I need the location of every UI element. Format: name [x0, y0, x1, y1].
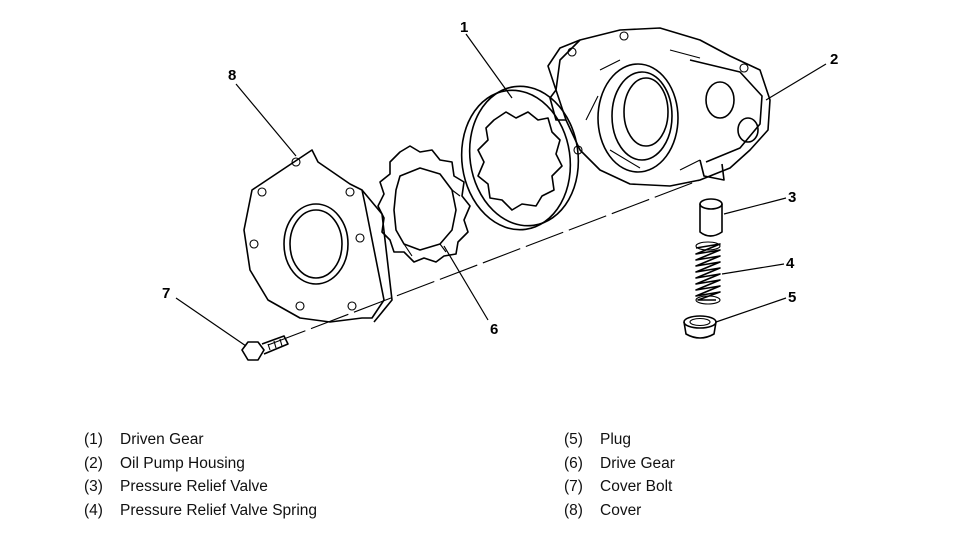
driven-gear-part — [460, 85, 580, 231]
leader-8 — [235, 83, 297, 157]
legend-number: (4) — [84, 501, 103, 519]
cover-part — [243, 149, 393, 323]
exploded-view-diagram: 1 2 3 4 5 6 7 8 — [162, 19, 838, 361]
oil-pump-housing-part — [547, 27, 771, 187]
leader-3 — [723, 197, 787, 215]
legend-number: (1) — [84, 431, 103, 448]
legend-label: Cover Bolt — [600, 478, 673, 495]
legend-item: (1) Driven Gear — [84, 428, 317, 452]
cover-bolt-part — [241, 335, 289, 361]
legend-item: (3) Pressure Relief Valve — [84, 475, 317, 499]
legend-item: (4) Pressure Relief Valve Spring — [84, 499, 317, 523]
legend-number: (6) — [564, 454, 583, 472]
callout-4: 4 — [786, 255, 795, 272]
legend-item: (5) Plug — [564, 428, 675, 452]
legend-number: (3) — [84, 478, 103, 495]
legend-label: Drive Gear — [600, 454, 675, 472]
legend-item: (8) Cover — [564, 499, 675, 523]
callout-3: 3 — [788, 189, 796, 206]
legend-right-column: (5) Plug (6) Drive Gear (7) Cover Bolt (… — [564, 428, 675, 522]
legend-label: Pressure Relief Valve Spring — [120, 501, 317, 519]
legend-number: (5) — [564, 431, 583, 448]
callout-2: 2 — [830, 51, 838, 68]
leader-4 — [721, 263, 785, 275]
leader-7 — [175, 297, 247, 347]
callout-6: 6 — [490, 321, 498, 338]
pressure-relief-valve-spring-part — [695, 241, 721, 305]
leader-6 — [443, 245, 489, 321]
legend-number: (8) — [564, 501, 583, 519]
legend-number: (7) — [564, 478, 583, 495]
leader-2 — [765, 63, 827, 101]
assembly-axis-line — [267, 179, 701, 346]
leader-5 — [715, 297, 787, 323]
legend-label: Pressure Relief Valve — [120, 478, 268, 495]
legend-item: (2) Oil Pump Housing — [84, 452, 317, 476]
pressure-relief-valve-part — [699, 198, 723, 237]
legend-number: (2) — [84, 454, 103, 472]
legend-label: Driven Gear — [120, 431, 204, 448]
callout-8: 8 — [228, 67, 236, 84]
legend-label: Cover — [600, 501, 642, 519]
legend-label: Oil Pump Housing — [120, 454, 245, 472]
legend-label: Plug — [600, 431, 632, 448]
drive-gear-part — [377, 145, 471, 263]
callout-5: 5 — [788, 289, 796, 306]
plug-part — [683, 315, 717, 339]
legend-item: (7) Cover Bolt — [564, 475, 675, 499]
callout-7: 7 — [162, 285, 170, 302]
leader-1 — [465, 33, 513, 99]
legend-left-column: (1) Driven Gear (2) Oil Pump Housing (3)… — [84, 428, 317, 522]
legend-item: (6) Drive Gear — [564, 452, 675, 476]
callout-1: 1 — [460, 19, 468, 36]
